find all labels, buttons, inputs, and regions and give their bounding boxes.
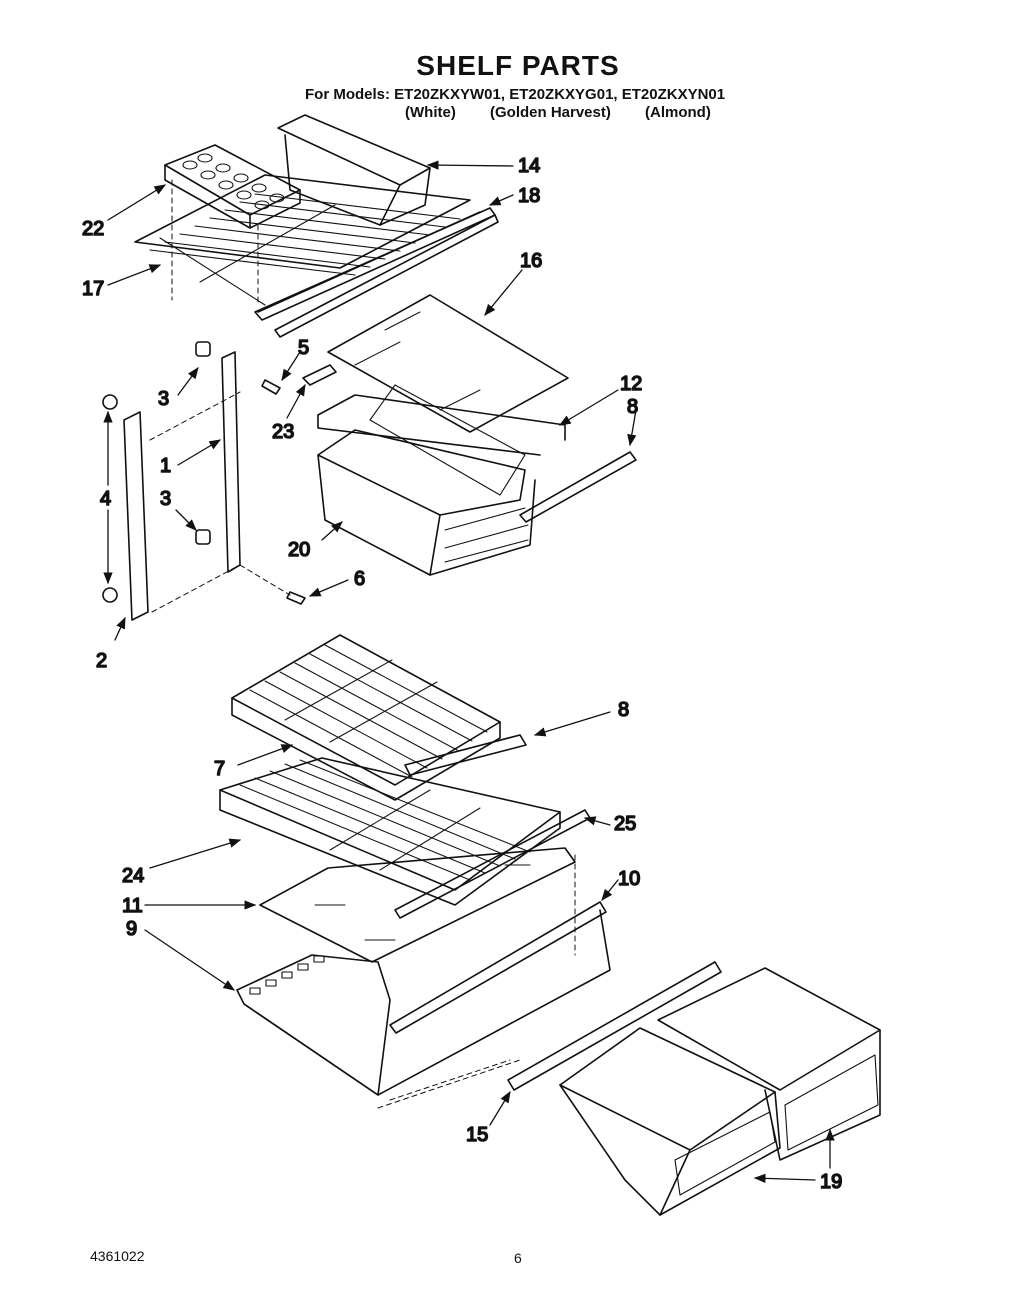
callout-4: 4 — [100, 488, 111, 510]
callout-6: 6 — [354, 568, 365, 590]
callout-2: 2 — [96, 650, 107, 672]
wire-shelf-7 — [231, 634, 501, 801]
trim-8-lower — [404, 734, 527, 776]
cap-4-lower — [102, 587, 118, 603]
glass-shelf-16 — [327, 294, 569, 433]
page-title: SHELF PARTS — [416, 50, 620, 81]
bracket-3-lower — [195, 529, 211, 545]
page-number: 6 — [514, 1250, 522, 1266]
callout-16: 16 — [520, 250, 542, 272]
callout-17: 17 — [82, 278, 104, 300]
callout-10: 10 — [618, 868, 640, 890]
callout-23: 23 — [272, 421, 294, 443]
door-bin-14 — [277, 114, 431, 226]
crisper-cover-11 — [259, 847, 576, 963]
callout-3-lower: 3 — [160, 488, 171, 510]
variant-white: (White) — [405, 104, 456, 121]
wire-shelf-17 — [134, 174, 481, 313]
rail-10 — [389, 901, 607, 1034]
callout-1: 1 — [160, 455, 171, 477]
callout-19: 19 — [820, 1171, 842, 1193]
screw-5 — [261, 379, 281, 395]
document-number: 4361022 — [90, 1248, 145, 1264]
rail-23 — [302, 364, 337, 386]
callout-12: 12 — [620, 373, 642, 395]
cap-4-upper — [102, 394, 118, 410]
callout-14: 14 — [518, 155, 540, 177]
crisper-frame-9 — [236, 909, 611, 1096]
screw-6 — [286, 591, 306, 605]
bracket-3-upper — [195, 341, 211, 357]
shelf-frame-12 — [317, 394, 566, 456]
crisper-drawer-right-19 — [657, 967, 881, 1161]
rail-15 — [507, 961, 722, 1091]
shelf-trim-18 — [254, 207, 499, 338]
variant-golden-harvest: (Golden Harvest) — [490, 104, 611, 121]
ice-tray-22 — [164, 144, 301, 306]
wire-shelf-24 — [219, 757, 561, 906]
models-line: For Models: ET20ZKXYW01, ET20ZKXYG01, ET… — [305, 86, 726, 103]
callout-24: 24 — [122, 865, 144, 887]
callout-9: 9 — [126, 918, 137, 940]
crisper-pan-20 — [317, 384, 536, 576]
mounting-ladder-2 — [123, 411, 149, 621]
callout-5: 5 — [298, 337, 309, 359]
callout-8-upper: 8 — [627, 396, 638, 418]
callout-25: 25 — [614, 813, 636, 835]
callout-3-upper: 3 — [158, 388, 169, 410]
callout-11: 11 — [122, 895, 143, 917]
callout-7: 7 — [214, 758, 225, 780]
callout-15: 15 — [466, 1124, 488, 1146]
mounting-ladder-1 — [221, 351, 241, 573]
callout-8-lower: 8 — [618, 699, 629, 721]
callout-22: 22 — [82, 218, 104, 240]
callout-20: 20 — [288, 539, 310, 561]
crisper-drawer-left-19 — [559, 1027, 781, 1216]
variant-almond: (Almond) — [645, 104, 711, 121]
callout-18: 18 — [518, 185, 540, 207]
rail-8-upper — [519, 451, 637, 523]
